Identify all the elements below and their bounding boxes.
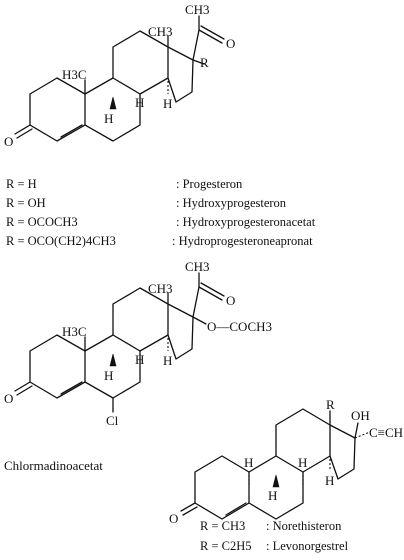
label-ch3-c18: CH3: [148, 24, 173, 39]
label-oh: OH: [351, 408, 370, 423]
ring-c: [112, 30, 169, 95]
ring-a: [194, 455, 250, 520]
acetyl-chain: [192, 272, 200, 318]
carbonyl-c3: [14, 124, 33, 139]
table-row-r: R = OH: [6, 196, 46, 210]
label-h8: H: [298, 455, 307, 470]
progesteron-substituent-table: R = H : Progesteron R = OH : Hydroxyprog…: [6, 176, 396, 256]
label-ch3-top: CH3: [185, 259, 210, 274]
h9-wedge: [272, 474, 280, 488]
label-h14: H: [163, 353, 172, 368]
structure-chlormadinoacetat: CH3 CH3 O O—COCH3 H3C O Cl H H H: [4, 259, 272, 428]
r-bond: [192, 59, 205, 65]
table-row-name: : Hydroprogesteroneapronat: [172, 234, 313, 248]
ring-d: [329, 424, 356, 480]
label-h10: H: [244, 455, 253, 470]
label-ch3-c18: CH3: [148, 281, 173, 296]
table-row-name: : Hydroxyprogesteron: [176, 196, 287, 210]
label-h9: H: [104, 111, 113, 126]
h9-wedge: [109, 353, 117, 367]
ring-b: [84, 77, 141, 142]
label-o-ketone: O: [226, 36, 235, 51]
ring-b: [248, 455, 304, 520]
label-o-3: O: [169, 511, 178, 526]
label-cl: Cl: [106, 413, 119, 428]
label-ch3-top: CH3: [185, 2, 210, 17]
label-r: R: [200, 55, 209, 70]
acetyl-chain: [192, 15, 200, 61]
double-bond-c4-c5: [60, 124, 83, 138]
label-h14: H: [325, 473, 334, 488]
norethisteron-variant-table: R = CH3 : Norethisteron R = C2H5 : Levon…: [200, 518, 400, 558]
label-h9: H: [104, 368, 113, 383]
label-h3c-c19: H3C: [62, 67, 87, 82]
table-row-name: : Hydroxyprogesteronacetat: [176, 215, 316, 229]
label-h8: H: [135, 352, 144, 367]
caption-chlormadinoacetat: Chlormadinoacetat: [4, 458, 103, 473]
table-row-r: R = C2H5: [200, 539, 252, 553]
h9-wedge: [109, 96, 117, 110]
ring-d: [167, 46, 194, 103]
table-row-r: R = OCO(CH2)4CH3: [6, 234, 116, 248]
ring-c: [275, 408, 331, 473]
double-bond-c4-c5: [225, 502, 247, 516]
table-row-name: : Progesteron: [176, 177, 243, 191]
label-oacetyl: O—COCH3: [207, 319, 272, 334]
label-o-3: O: [4, 134, 13, 149]
table-row-r: R = CH3: [200, 519, 246, 533]
ring-b: [84, 334, 141, 399]
ring-a: [29, 334, 86, 399]
oh-bond: [354, 422, 359, 439]
structure-norethisteron: OH C≡CH R O H H H H: [169, 397, 403, 526]
acetyl-carbonyl: [198, 25, 225, 44]
table-row-name: : Levonorgestrel: [266, 539, 349, 553]
double-bond-c4-c5: [60, 381, 83, 395]
label-h14: H: [163, 96, 172, 111]
label-h3c-c19: H3C: [62, 324, 87, 339]
oacetyl-bond: [192, 316, 207, 325]
label-o-ketone: O: [226, 293, 235, 308]
table-row-r: R = OCOCH3: [6, 215, 78, 229]
ethynyl-bond: [354, 431, 371, 439]
label-r: R: [326, 397, 335, 412]
carbonyl-c3: [180, 502, 198, 516]
table-row-name: : Norethisteron: [266, 519, 342, 533]
carbonyl-c3: [14, 381, 33, 396]
ring-c: [112, 287, 169, 352]
structure-progesterone: CH3 CH3 R O H3C O H H H: [4, 2, 235, 149]
label-ethynyl: C≡CH: [369, 425, 403, 440]
label-h9: H: [268, 488, 277, 503]
acetyl-carbonyl: [198, 282, 225, 301]
ring-d: [167, 303, 194, 360]
ring-a: [29, 77, 86, 142]
label-o-3: O: [4, 391, 13, 406]
table-row-r: R = H: [6, 177, 37, 191]
label-h8: H: [135, 95, 144, 110]
